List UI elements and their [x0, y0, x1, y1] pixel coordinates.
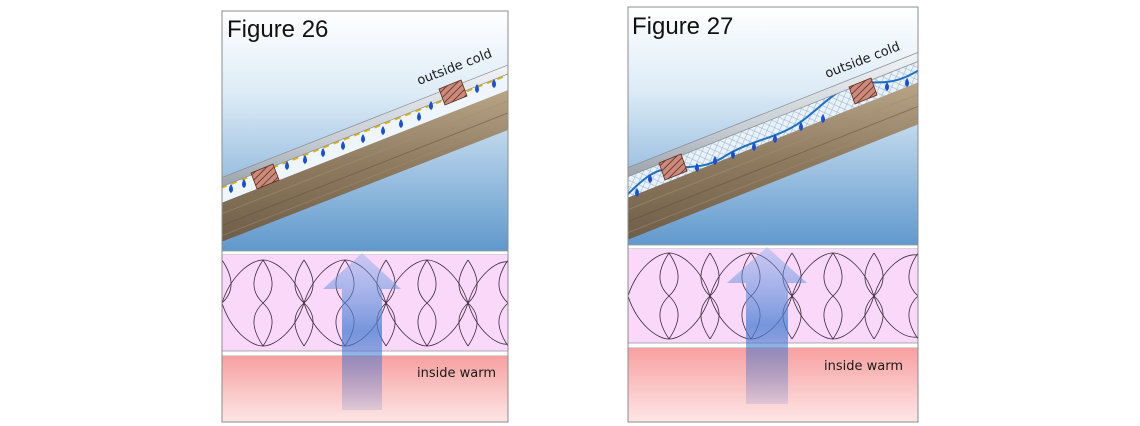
ventilation-gap — [222, 73, 508, 203]
roof-assembly — [222, 64, 508, 242]
water-droplet-icon — [381, 126, 385, 135]
water-droplet-icon — [229, 184, 233, 193]
figure-title: Figure 27 — [632, 13, 733, 40]
water-droplet-icon — [905, 78, 909, 87]
ceiling-board — [627, 244, 919, 250]
water-droplet-icon — [731, 150, 735, 159]
water-droplet-icon — [285, 161, 289, 170]
figure-26-panel: Figure 26 outside cold inside warm — [221, 0, 509, 426]
water-droplet-icon — [475, 84, 479, 93]
water-droplet-icon — [648, 174, 652, 183]
water-droplet-icon — [303, 155, 307, 164]
water-droplet-icon — [752, 142, 756, 151]
water-droplet-icon — [361, 134, 365, 143]
inside-warm-label: inside warm — [417, 366, 496, 381]
water-droplet-icon — [635, 188, 639, 197]
water-droplet-icon — [242, 179, 246, 188]
water-droplet-icon — [713, 156, 717, 165]
condensation-droplets — [229, 79, 496, 193]
inside-warm-label: inside warm — [824, 359, 903, 374]
figure-27-panel: Figure 27 outside cold inside warm — [627, 0, 919, 426]
water-droplet-icon — [695, 163, 699, 172]
figure-title: Figure 26 — [227, 16, 328, 43]
batten-icon — [658, 153, 688, 181]
heat-flow-arrow-icon — [323, 253, 401, 410]
figure-frame — [627, 6, 919, 423]
figure-frame — [221, 10, 509, 423]
water-droplet-icon — [821, 114, 825, 123]
batten-icon — [250, 163, 280, 190]
water-droplet-icon — [799, 122, 803, 131]
water-droplet-icon — [399, 119, 403, 128]
figure-27-diagram: Figure 27 outside cold inside warm — [627, 6, 919, 423]
water-droplet-icon — [341, 141, 345, 150]
batten-icon — [438, 79, 468, 106]
water-droplet-icon — [429, 101, 433, 110]
roof-sheeting — [628, 51, 918, 178]
roof-sheeting — [222, 64, 508, 188]
structured-underlay — [628, 61, 918, 198]
batten-icon — [848, 77, 878, 105]
water-droplet-icon — [885, 82, 889, 91]
water-droplet-icon — [417, 112, 421, 121]
condensation-droplets — [635, 78, 909, 197]
roof-assembly — [628, 51, 918, 240]
roof-deck — [222, 90, 508, 242]
roof-deck — [628, 82, 918, 240]
water-droplet-icon — [773, 134, 777, 143]
figure-26-diagram: Figure 26 outside cold inside warm — [221, 10, 509, 423]
water-droplet-icon — [321, 148, 325, 157]
water-droplet-icon — [492, 79, 496, 88]
heat-flow-arrow-icon — [727, 247, 807, 404]
ceiling-board — [221, 250, 509, 256]
